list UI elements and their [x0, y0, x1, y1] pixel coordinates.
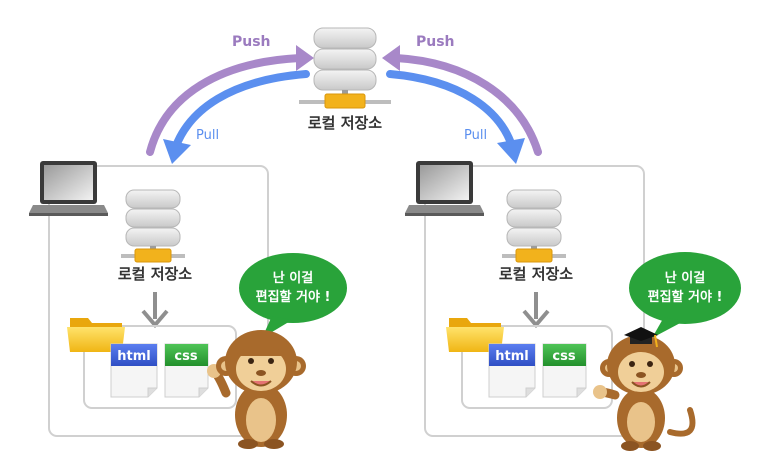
left-laptop-icon: [29, 161, 108, 216]
left-speech-line-2: 편집할 거야 !: [256, 289, 331, 305]
left-speech-bubble: 난 이걸 편집할 거야 !: [239, 253, 347, 338]
right-laptop-icon: [405, 161, 484, 216]
left-css-file-label: css: [174, 349, 197, 364]
left-html-file-label: html: [117, 349, 150, 364]
right-workspace: 로컬 저장소 html css 난 이걸 편집할 거야 !: [405, 161, 741, 451]
left-html-file: html: [110, 343, 158, 398]
left-down-arrow-icon: [141, 292, 169, 329]
graduation-cap-icon: [624, 327, 658, 348]
left-monkey-icon: [207, 330, 306, 449]
left-css-file: css: [164, 343, 209, 398]
left-workspace: 로컬 저장소 html css 난 이걸 편집할 거야 !: [29, 161, 347, 449]
right-down-arrow-icon: [522, 292, 550, 329]
center-database-icon: [299, 27, 391, 109]
left-speech-line-1: 난 이걸: [273, 270, 313, 286]
right-html-file-label: html: [495, 349, 528, 364]
right-repo-label: 로컬 저장소: [499, 265, 573, 283]
left-push-arrow: [146, 45, 314, 156]
right-speech-line-1: 난 이걸: [665, 270, 705, 286]
right-pull-arrow: [386, 70, 525, 164]
left-pull-label: Pull: [196, 128, 219, 143]
center-repo-label: 로컬 저장소: [308, 114, 382, 132]
right-pull-label: Pull: [464, 128, 487, 143]
left-push-label: Push: [232, 34, 271, 50]
left-repo-label: 로컬 저장소: [118, 265, 192, 283]
right-push-arrow: [382, 45, 542, 156]
right-monkey-icon: [593, 327, 696, 451]
right-css-file: css: [542, 343, 587, 398]
right-css-file-label: css: [552, 349, 575, 364]
right-speech-line-2: 편집할 거야 !: [648, 289, 723, 305]
right-repo-database-icon: [502, 189, 566, 263]
left-repo-database-icon: [121, 189, 185, 263]
right-speech-bubble: 난 이걸 편집할 거야 !: [629, 252, 741, 338]
right-html-file: html: [488, 343, 536, 398]
right-push-label: Push: [416, 34, 455, 50]
left-pull-arrow: [163, 70, 310, 164]
